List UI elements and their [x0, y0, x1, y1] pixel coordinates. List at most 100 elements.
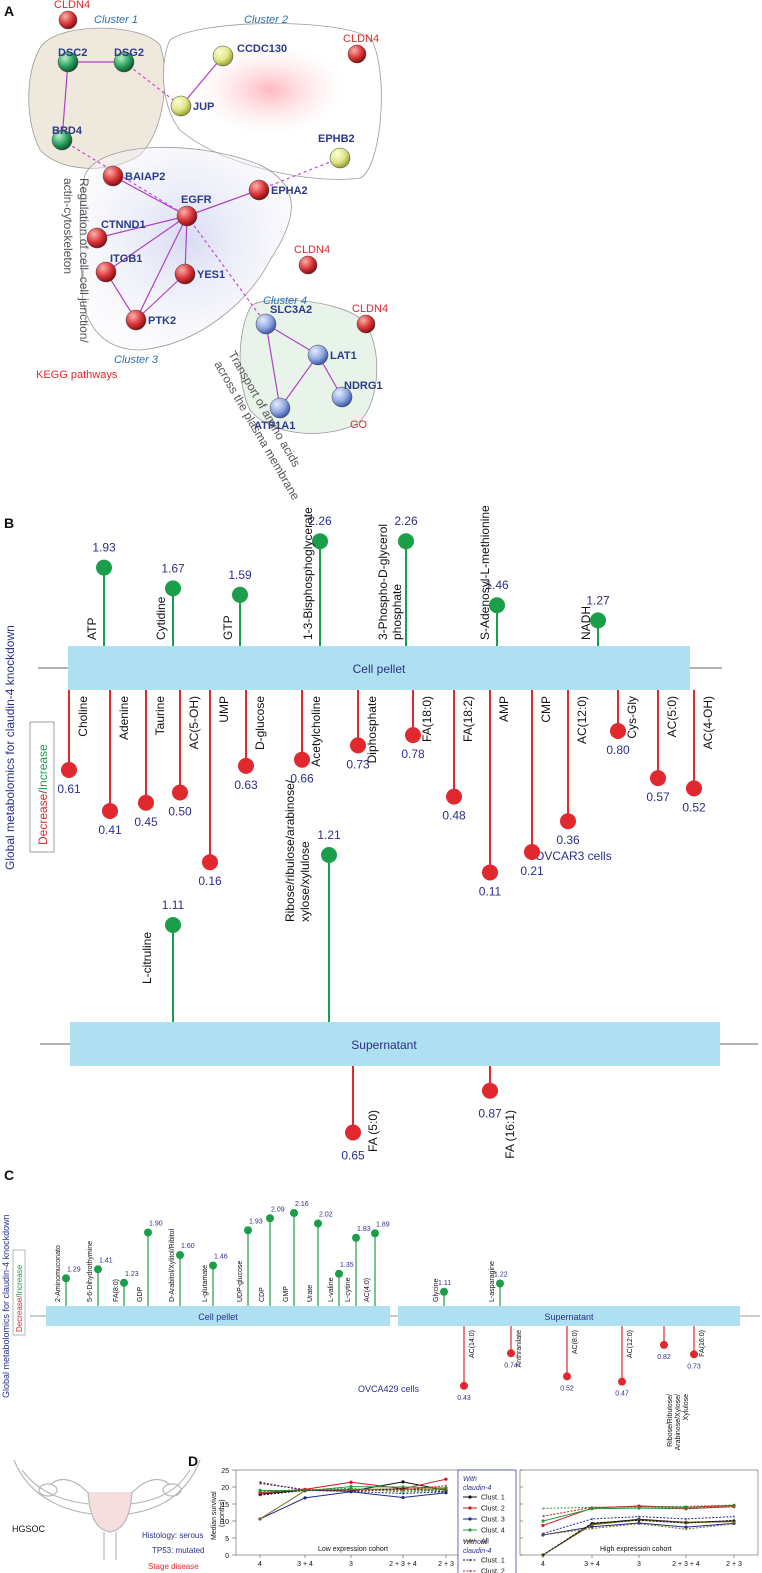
- super-up-value: 1.11: [162, 898, 185, 912]
- c-super-down-value: 0.82: [657, 1354, 671, 1361]
- d-series-point: ×: [733, 1518, 736, 1524]
- panel-c-supernatant-bar: [398, 1306, 740, 1326]
- d-series-line-1-6: [542, 1505, 735, 1517]
- pellet-up-dot: [165, 580, 181, 597]
- node-label-jup: JUP: [193, 101, 214, 113]
- c-pellet-up-value: 1.23: [125, 1271, 139, 1278]
- d-series-point: ×: [685, 1504, 688, 1510]
- pellet-down-name: AC(5:0): [665, 696, 679, 737]
- d-series-point: [684, 1525, 688, 1529]
- d-series-line-1-7: [542, 1516, 735, 1535]
- c-pellet-up-dot: [352, 1233, 360, 1242]
- d-series-line-0-7: [259, 1481, 447, 1494]
- legend-item-label: Clust. 2: [481, 1569, 505, 1573]
- pellet-down-value: 0.16: [198, 874, 222, 888]
- d-xtick-label: 2 + 3: [438, 1561, 454, 1568]
- edge-EGFR-ITGB1: [105, 215, 188, 273]
- high-cohort-plot-area: [519, 1469, 759, 1556]
- pellet-down-dot: [405, 727, 421, 744]
- d-series-point: ×: [542, 1533, 545, 1539]
- edge-DSC2-BRD4: [61, 61, 69, 141]
- d-series-point: ×: [402, 1490, 405, 1496]
- node-jup: [170, 95, 192, 117]
- c-pellet-up-name: CDP: [259, 1287, 266, 1302]
- c-pellet-up-dot: [335, 1269, 343, 1278]
- d-series-point: ×: [638, 1522, 641, 1528]
- pellet-down-value: 0.50: [168, 805, 192, 819]
- edge-YES1-PTK2: [135, 273, 186, 321]
- pellet-up-value: 1.27: [586, 593, 610, 607]
- edge-CCDC130-JUP: [180, 55, 224, 107]
- d-series-point: ×: [445, 1484, 448, 1490]
- c-super-down-value: 0.73: [687, 1363, 701, 1370]
- c-super-up-value: 1.11: [438, 1280, 451, 1287]
- c-super-down-name: AC(14:0): [469, 1330, 476, 1358]
- panel-b-legend-box: [29, 721, 55, 853]
- d-series-point: [444, 1477, 448, 1481]
- node-label-ccdc130: CCDC130: [237, 43, 287, 55]
- pellet-down-name: Choline: [76, 696, 90, 737]
- cell-pellet-label: Cell pellet: [353, 662, 406, 676]
- node-label-ephb2: EPHB2: [318, 133, 355, 145]
- panel-c: C Global metabolomics for claudin-4 knoc…: [1, 1167, 760, 1450]
- pellet-down-value: 0.36: [556, 833, 580, 847]
- d-ytick-label: 25: [221, 1468, 229, 1475]
- super-down-dot: [345, 1124, 361, 1141]
- d-xtick-label: 4: [258, 1561, 262, 1568]
- d-series-point: ×: [304, 1488, 307, 1494]
- pellet-up-dot: [232, 586, 248, 603]
- kegg-pathway-text-2: actin-cytoskeleton: [61, 178, 75, 274]
- c-pellet-up-name: L-glutamate: [202, 1265, 209, 1302]
- d-series-point: ×: [259, 1493, 262, 1499]
- supernatant-label: Supernatant: [351, 1038, 417, 1052]
- pellet-down-name: D-glucose: [253, 696, 267, 750]
- d-ytick-label: 10: [221, 1519, 229, 1526]
- c-super-up-name: L-asparagine: [489, 1261, 496, 1302]
- c-pellet-up-value: 1.60: [181, 1243, 195, 1250]
- pellet-down-value: 0.78: [401, 747, 425, 761]
- node-ephb2: [329, 147, 351, 169]
- d-series-point: ×: [304, 1488, 307, 1494]
- node-label-lat1: LAT1: [330, 350, 357, 362]
- panel-label-b: B: [4, 515, 14, 531]
- c-pellet-up-dot: [371, 1229, 379, 1238]
- pellet-down-name: FA(18:2): [461, 696, 475, 742]
- legend-without-line1: Without: [463, 1539, 488, 1546]
- panel-c-supernatant-label: Supernatant: [544, 1312, 594, 1322]
- pellet-down-value: 0.61: [57, 782, 81, 796]
- super-down-value: 0.87: [478, 1107, 502, 1121]
- supernatant-bar: [70, 1022, 720, 1066]
- c-pellet-up-dot: [314, 1219, 322, 1228]
- node-label-ptk2: PTK2: [148, 315, 176, 327]
- d-series-point: ×: [733, 1515, 736, 1521]
- pellet-down-value: 0.52: [682, 800, 706, 814]
- super-up-dot: [165, 917, 181, 933]
- cldn4-node-3: [298, 255, 318, 275]
- panel-c-legend-box: [12, 1249, 26, 1336]
- d-ytick-label: 20: [221, 1485, 229, 1492]
- d-series-point: ×: [350, 1489, 353, 1495]
- pellet-up-name: S-Adenosyl-L-methionine: [478, 505, 492, 640]
- pellet-down-name: Taurine: [153, 696, 167, 736]
- pellet-down-dot: [446, 788, 462, 805]
- d-xtick-label: 2 + 3 + 4: [672, 1561, 700, 1568]
- d-series-point: ×: [259, 1482, 262, 1488]
- d-series-point: [541, 1523, 545, 1528]
- d-series-point: ×: [638, 1518, 641, 1524]
- pellet-down-value: 0.73: [346, 757, 370, 771]
- d-series-point: ×: [685, 1517, 688, 1523]
- c-super-down-dot: [563, 1372, 571, 1381]
- pellet-down-dot: [686, 780, 702, 797]
- low-cohort-title: Low expression cohort: [318, 1546, 388, 1553]
- edge-EGFR-BAIAP2: [112, 175, 188, 217]
- d-ytick-label: 0: [225, 1553, 229, 1560]
- panel-d: D HGSOC Histology: serous TP53: mutated …: [12, 1453, 759, 1573]
- node-itgb1: [95, 261, 117, 283]
- c-pellet-up-name: GMP: [283, 1286, 290, 1302]
- d-xtick-label: 4: [541, 1561, 545, 1568]
- edge-EGFR-EPHA2: [186, 189, 260, 217]
- c-super-down-name: Arabinose/Xylose/: [675, 1394, 682, 1450]
- c-super-down-name: AC(8:0): [572, 1330, 579, 1354]
- legend-marker: [468, 1495, 472, 1499]
